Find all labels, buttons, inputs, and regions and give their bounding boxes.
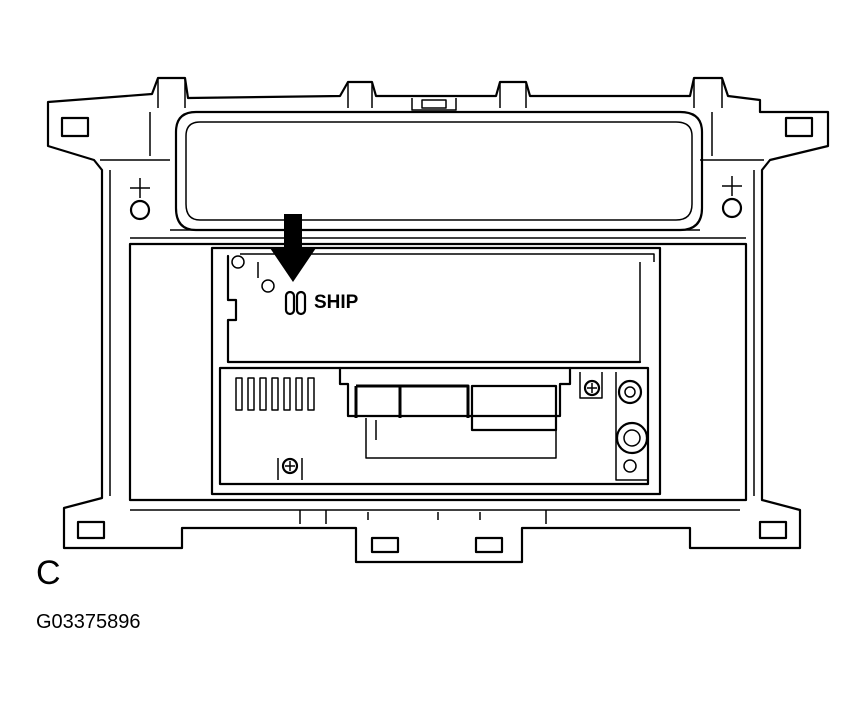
- figure-code: G03375896: [36, 611, 141, 633]
- vent-slots: [235, 377, 315, 411]
- view-letter: C: [36, 554, 61, 592]
- radio-unit: [210, 246, 662, 496]
- display-window: [130, 110, 746, 239]
- down-arrow-icon: [270, 214, 316, 282]
- screw-icon: [277, 457, 303, 480]
- ship-label: SHIP: [314, 292, 359, 313]
- outer-bracket: [46, 76, 830, 564]
- ship-connector-icon: [284, 290, 307, 316]
- screw-icon: [579, 372, 603, 399]
- connector-block: [338, 366, 572, 459]
- inner-panel: [128, 242, 748, 502]
